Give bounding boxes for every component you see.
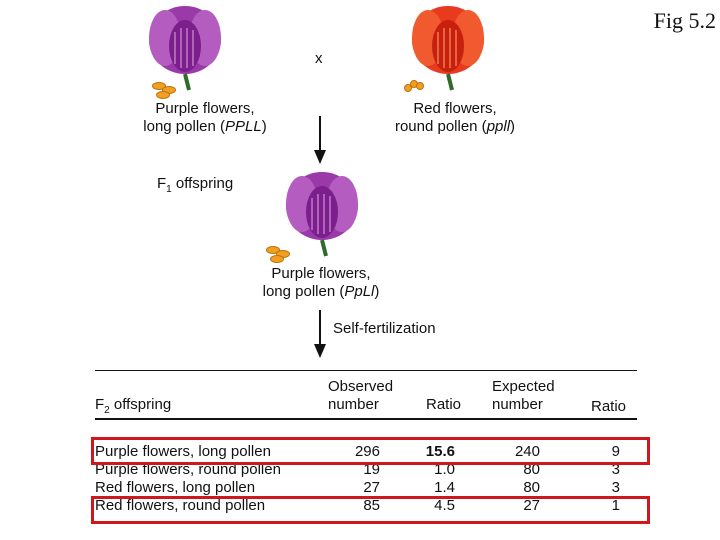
purple-flower-icon (145, 2, 225, 92)
header-f2-offspring: F2 offspring (95, 396, 172, 416)
f1-caption: Purple flowers, long pollen (PpLl) (262, 265, 380, 300)
figure-label: Fig 5.2 (653, 8, 716, 33)
row-observed: 19 (363, 461, 380, 478)
row-phenotype: Purple flowers, long pollen (95, 443, 271, 460)
self-fertilization-label: Self-fertilization (333, 320, 436, 337)
parent-red-caption: Red flowers, round pollen (ppll) (394, 100, 516, 135)
row-expected: 27 (523, 497, 540, 514)
table-row: Purple flowers, round pollen 19 1.0 80 3 (95, 461, 640, 479)
row-observed-ratio: 15.6 (425, 443, 455, 460)
header-observed-ratio: Ratio (426, 396, 462, 413)
f1-label: F1 offspring (157, 175, 234, 195)
row-expected-ratio: 1 (611, 497, 620, 514)
red-flower-icon (408, 2, 488, 92)
cross-symbol: x (315, 50, 323, 67)
row-observed: 85 (363, 497, 380, 514)
self-fertilization-arrow (319, 310, 321, 346)
table-row: Red flowers, round pollen 85 4.5 27 1 (95, 497, 640, 515)
row-observed-ratio: 1.4 (434, 479, 455, 496)
cross-arrowhead (314, 150, 326, 164)
self-fertilization-arrowhead (314, 344, 326, 358)
table-row: Red flowers, long pollen 27 1.4 80 3 (95, 479, 640, 497)
row-observed: 296 (354, 443, 380, 460)
row-expected-ratio: 9 (611, 443, 620, 460)
row-expected: 80 (523, 461, 540, 478)
highlight-box-purple-long (91, 437, 650, 465)
row-phenotype: Red flowers, round pollen (95, 497, 266, 514)
row-observed-ratio: 1.0 (434, 461, 455, 478)
highlight-box-red-round (91, 496, 650, 524)
row-expected-ratio: 3 (611, 479, 620, 496)
table-header-rule (95, 418, 637, 420)
long-pollen-icon (152, 80, 182, 100)
row-observed: 27 (363, 479, 380, 496)
header-expected-number: Expected number (492, 378, 555, 413)
header-expected-ratio: Ratio (591, 398, 627, 415)
row-expected: 80 (523, 479, 540, 496)
f1-long-pollen-icon (266, 244, 296, 264)
cross-arrow (319, 116, 321, 152)
header-observed-number: Observed number (328, 378, 394, 413)
row-phenotype: Red flowers, long pollen (95, 479, 256, 496)
row-expected: 240 (514, 443, 540, 460)
row-expected-ratio: 3 (611, 461, 620, 478)
f1-purple-flower-icon (282, 168, 362, 258)
row-phenotype: Purple flowers, round pollen (95, 461, 281, 478)
table-top-rule (95, 370, 637, 371)
row-observed-ratio: 4.5 (434, 497, 455, 514)
table-row: Purple flowers, long pollen 296 15.6 240… (95, 443, 640, 461)
round-pollen-icon (404, 78, 428, 92)
parent-purple-caption: Purple flowers, long pollen (PPLL) (143, 100, 267, 135)
